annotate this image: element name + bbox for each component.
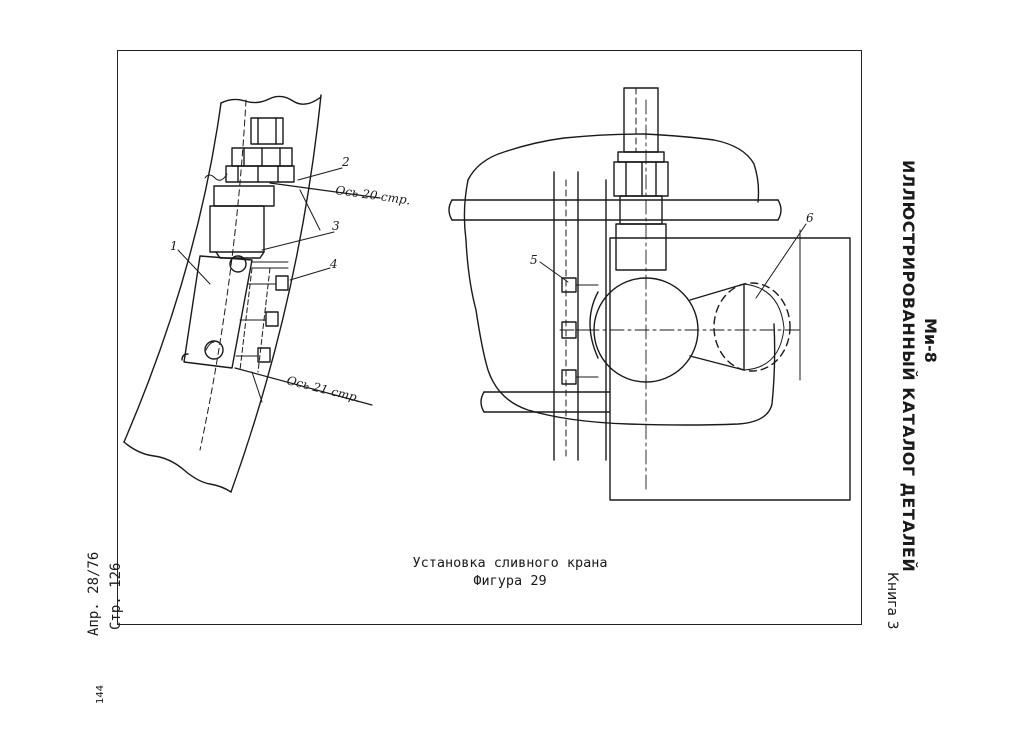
axis-label-21: Ось 21 стр.	[285, 373, 362, 405]
callout-1: 1	[170, 239, 178, 253]
aircraft-model: Ми-8	[921, 318, 940, 363]
left-view-valve	[181, 117, 295, 373]
callout-5: 5	[530, 253, 538, 267]
callout-3: 3	[332, 219, 340, 233]
right-leaders	[539, 223, 807, 299]
left-view-structure	[123, 94, 381, 493]
callout-2: 2	[341, 155, 350, 169]
book-label: Книга 3	[884, 572, 900, 630]
axis-label-20: Ось 20 стр.	[335, 183, 412, 207]
right-view-structure	[448, 133, 851, 501]
sheet-number: 144	[95, 684, 106, 704]
figure-caption: Установка сливного крана	[412, 555, 608, 571]
left-leaders	[177, 167, 343, 285]
catalog-title: ИЛЛЮСТРИРОВАННЫЙ КАТАЛОГ ДЕТАЛЕЙ	[899, 160, 918, 573]
drawing-frame	[117, 50, 862, 625]
callout-4: 4	[329, 257, 338, 271]
page-number: Стр. 126	[108, 562, 124, 630]
revision-date: Апр. 28/76	[86, 551, 102, 636]
right-view-valve	[559, 87, 801, 491]
figure-number: Фигура 29	[473, 573, 547, 589]
callout-6: 6	[806, 211, 814, 225]
